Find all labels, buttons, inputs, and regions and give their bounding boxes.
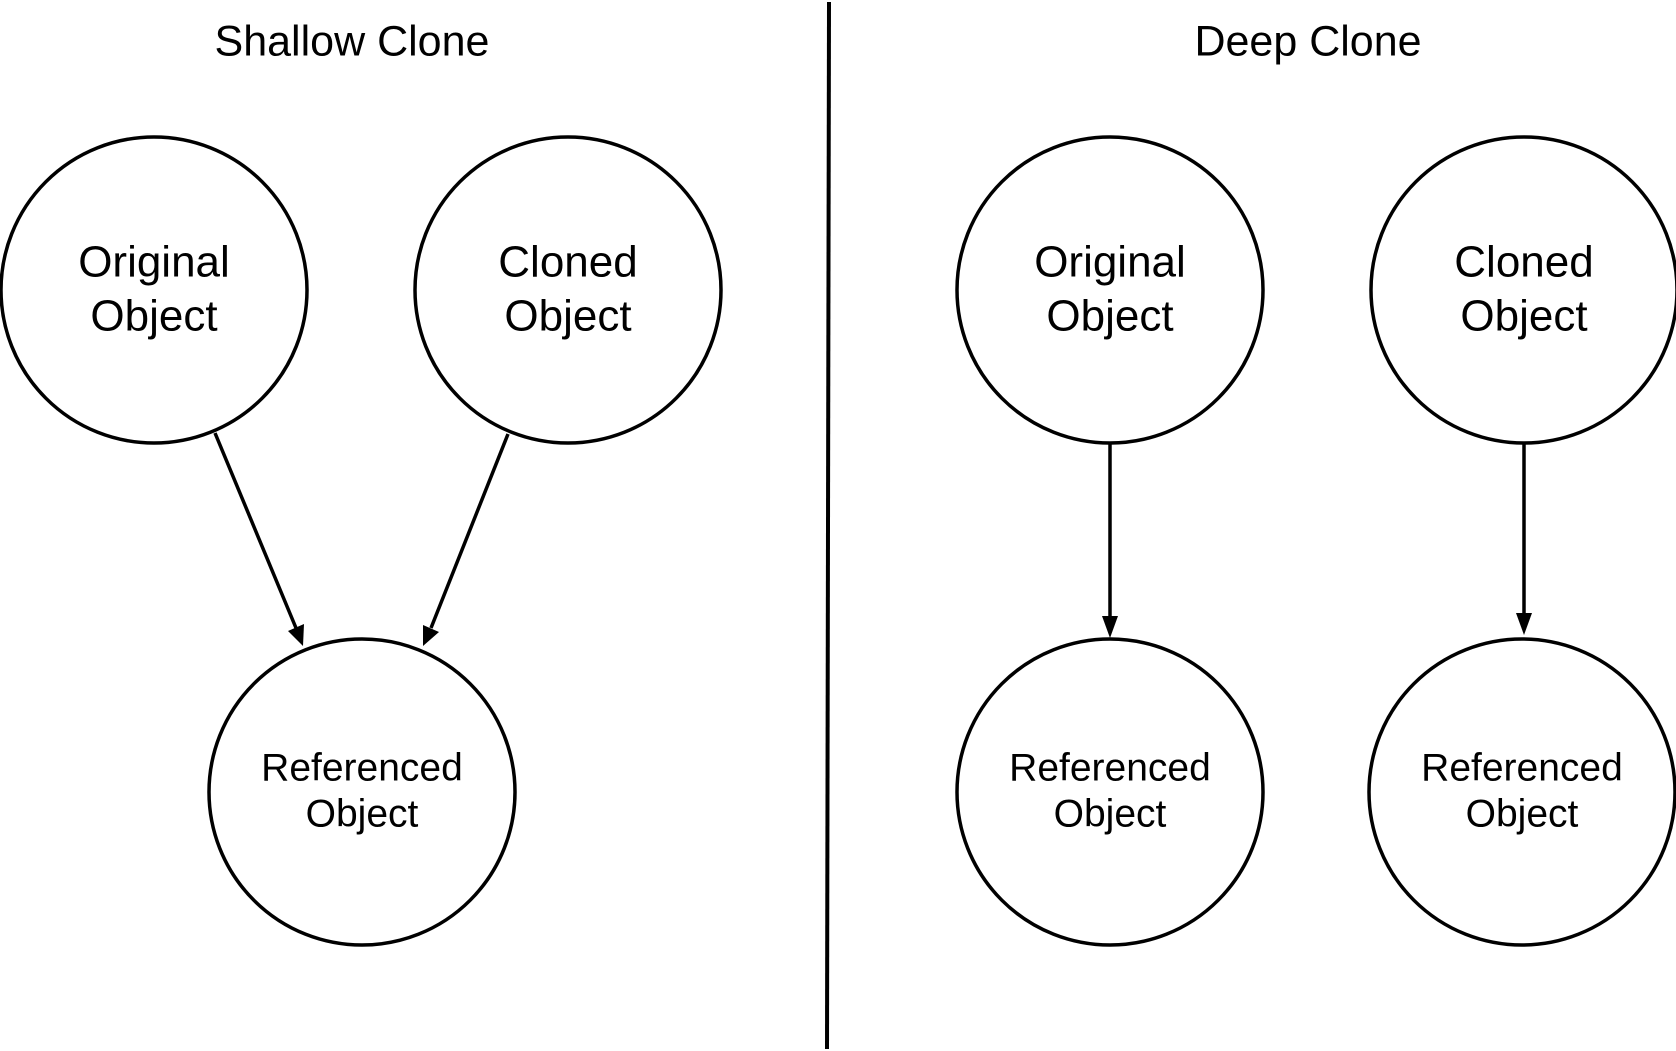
shallow-original-object-node: Original Object: [0, 135, 309, 445]
deep-cloned-label-line1: Cloned: [1454, 238, 1593, 287]
deep-cloned-label-line2: Object: [1460, 292, 1587, 341]
shallow-referenced-label-line2: Object: [306, 792, 419, 835]
shallow-cloned-label-line2: Object: [504, 292, 631, 341]
deep-referenced-right-label-line2: Object: [1466, 792, 1579, 835]
shallow-original-label-line1: Original: [78, 238, 230, 287]
deep-cloned-object-node: Cloned Object: [1369, 135, 1676, 445]
deep-original-to-referenced-edge: [1102, 443, 1118, 638]
shallow-referenced-label-line1: Referenced: [261, 746, 463, 789]
deep-referenced-right-label-line1: Referenced: [1421, 746, 1623, 789]
shallow-cloned-object-node: Cloned Object: [413, 135, 723, 445]
deep-cloned-to-referenced-edge: [1516, 443, 1532, 635]
shallow-clone-title: Shallow Clone: [215, 17, 490, 65]
deep-referenced-object-right-node: Referenced Object: [1367, 637, 1676, 947]
shallow-original-to-referenced-edge: [213, 432, 304, 646]
shallow-referenced-object-node: Referenced Object: [207, 637, 517, 947]
deep-clone-panel: Deep Clone Original Object Cloned Object…: [955, 17, 1676, 947]
deep-referenced-left-label-line1: Referenced: [1009, 746, 1211, 789]
shallow-clone-panel: Shallow Clone Original Object Cloned Obj…: [0, 17, 723, 947]
shallow-cloned-label-line1: Cloned: [498, 238, 637, 287]
shallow-cloned-to-referenced-edge: [423, 433, 510, 646]
shallow-original-label-line2: Object: [90, 292, 217, 341]
deep-original-object-node: Original Object: [955, 135, 1265, 445]
panel-divider: [825, 1, 831, 1050]
deep-original-label-line2: Object: [1046, 292, 1173, 341]
deep-referenced-object-left-node: Referenced Object: [955, 637, 1265, 947]
deep-referenced-left-label-line2: Object: [1054, 792, 1167, 835]
deep-original-label-line1: Original: [1034, 238, 1186, 287]
deep-clone-title: Deep Clone: [1194, 17, 1421, 65]
